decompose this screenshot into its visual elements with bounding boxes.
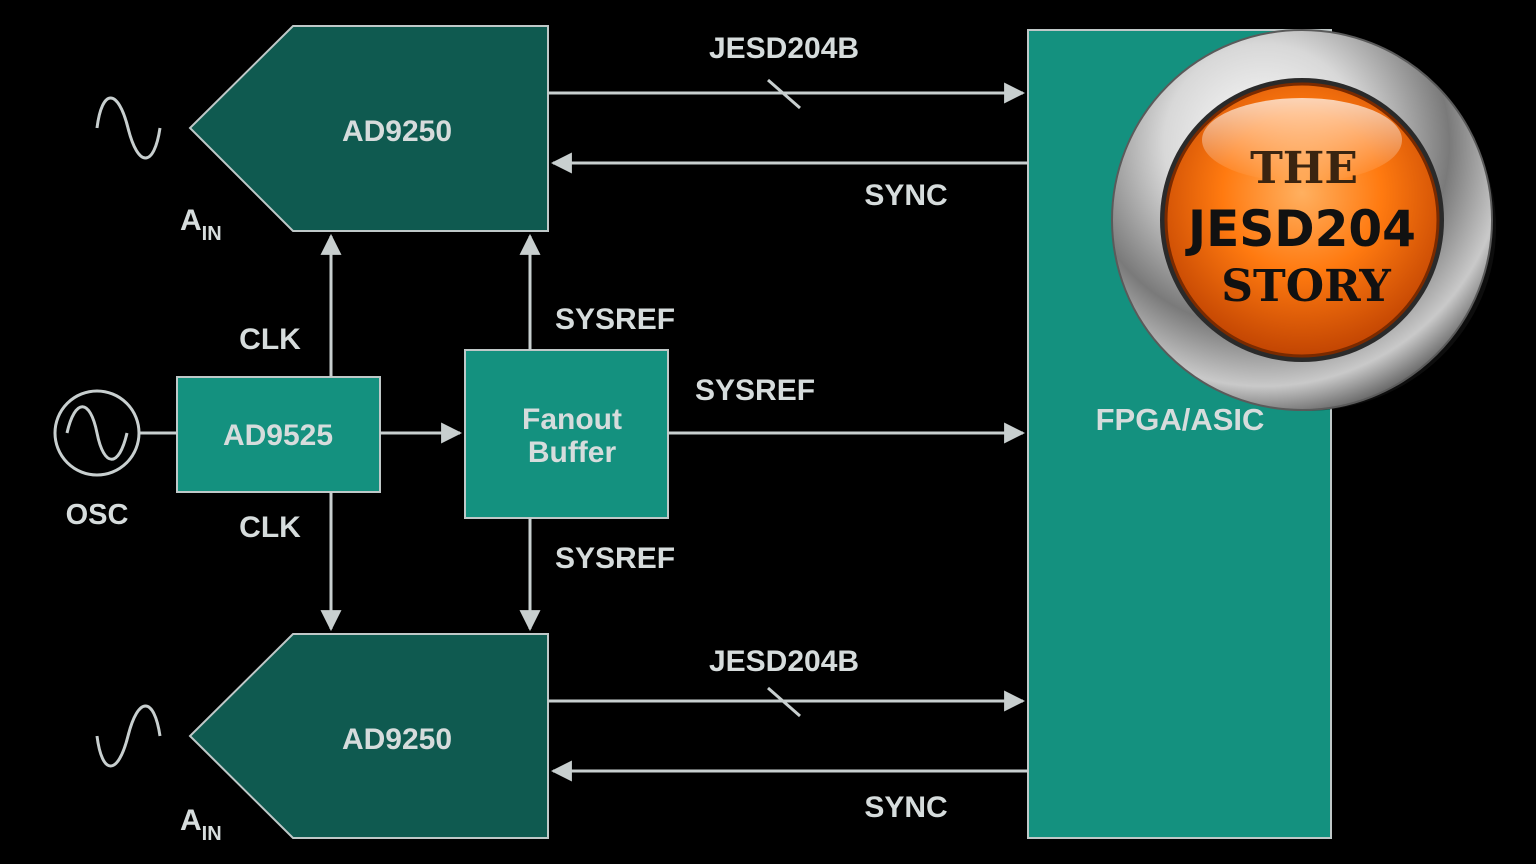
chrome-badge: THE JESD204 STORY — [1111, 29, 1496, 411]
adc-top-label: AD9250 — [342, 115, 452, 148]
clk-label-bottom: CLK — [239, 511, 301, 544]
osc-label: OSC — [66, 499, 129, 531]
sine-wave-icon-bottom — [95, 704, 162, 768]
sysref-label-top: SYSREF — [555, 303, 675, 336]
fanout-label-line2: Buffer — [528, 436, 617, 469]
oscillator-sine-icon — [65, 405, 129, 461]
adc-top-block — [188, 25, 549, 232]
ain-label-top: AIN — [180, 204, 222, 245]
adc-bottom-label: AD9250 — [342, 723, 452, 756]
jesd-slash-bottom — [767, 686, 801, 718]
badge-line3: STORY — [1221, 261, 1391, 312]
sysref-label-bottom: SYSREF — [555, 542, 675, 575]
sync-label-bottom: SYNC — [864, 791, 947, 824]
sync-label-top: SYNC — [864, 179, 947, 212]
jesd-label-bottom: JESD204B — [709, 645, 859, 678]
badge-line1: THE — [1250, 143, 1358, 194]
clock-block-label: AD9525 — [223, 419, 333, 452]
ain-label-bottom: AIN — [180, 804, 222, 845]
jesd-label-top: JESD204B — [709, 32, 859, 65]
sysref-label-mid: SYSREF — [695, 374, 815, 407]
sine-wave-icon-top — [95, 96, 162, 160]
badge-line2: JESD204 — [1185, 200, 1416, 258]
jesd-slash-top — [767, 78, 801, 110]
clk-label-top: CLK — [239, 323, 301, 356]
clock-block — [176, 376, 381, 493]
fanout-label-line1: Fanout — [522, 403, 622, 436]
fpga-asic-label: FPGA/ASIC — [1096, 402, 1265, 437]
adc-bottom-block — [188, 633, 549, 839]
